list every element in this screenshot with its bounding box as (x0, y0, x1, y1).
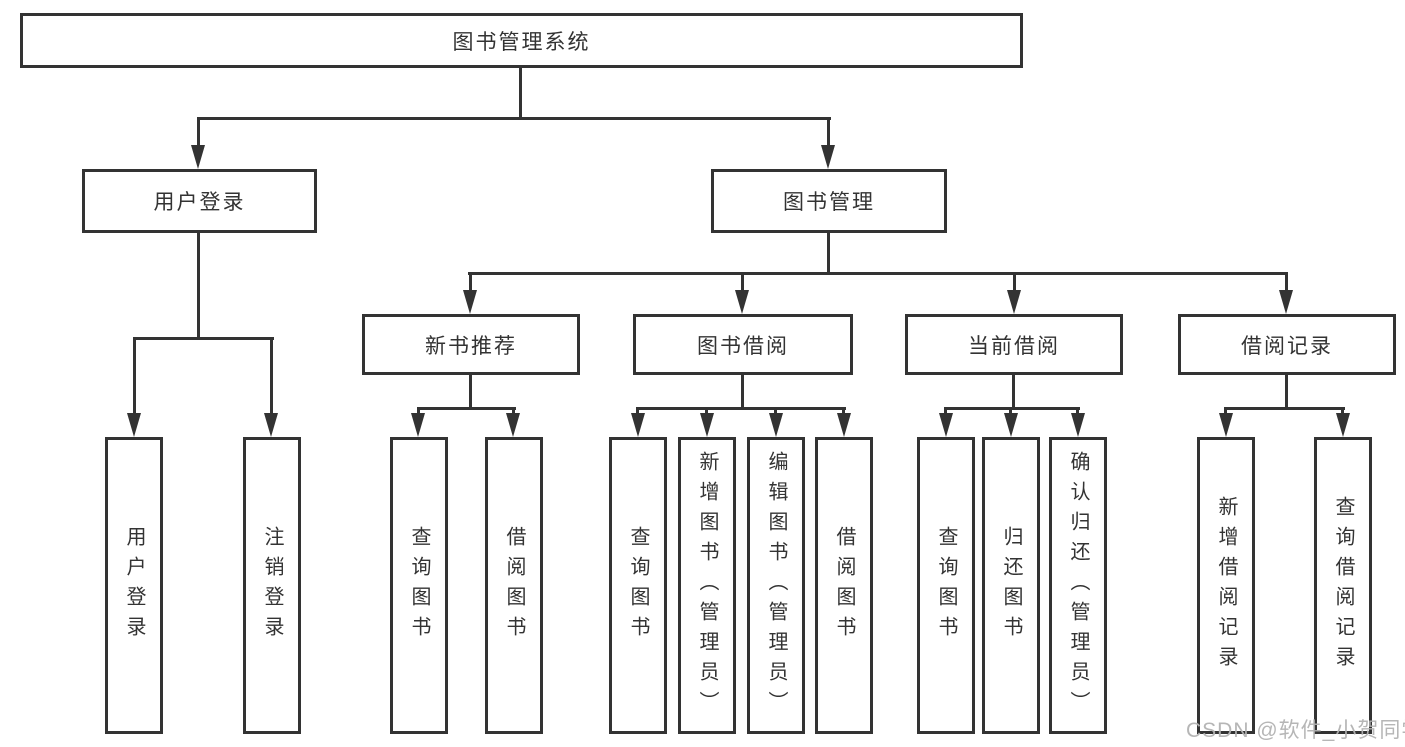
node-root-label: 图书管理系统 (452, 30, 591, 54)
leaf-label: 查询图书 (627, 525, 649, 646)
arrow-down-icon (463, 290, 477, 314)
leaf-label: 新增图书（管理员） (696, 450, 718, 721)
connector-line (519, 68, 522, 120)
node-book-management: 图书管理 (711, 169, 947, 233)
connector-line (1013, 272, 1016, 294)
node-leaf-add-borrow-record: 新增借阅记录 (1197, 437, 1255, 734)
connector-line (944, 407, 1080, 410)
leaf-label: 借阅图书 (833, 525, 855, 646)
connector-line (1341, 407, 1344, 417)
node-borrowing-records-label: 借阅记录 (1241, 334, 1333, 358)
connector-line (827, 117, 830, 151)
connector-line (741, 375, 744, 410)
connector-line (636, 407, 846, 410)
arrow-down-icon (631, 413, 645, 437)
node-leaf-borrow-books: 借阅图书 (815, 437, 873, 734)
connector-line (197, 117, 200, 151)
connector-line (1012, 375, 1015, 410)
connector-line (197, 233, 200, 340)
arrow-down-icon (506, 413, 520, 437)
arrow-down-icon (1004, 413, 1018, 437)
leaf-label: 查询图书 (935, 525, 957, 646)
arrow-down-icon (1007, 290, 1021, 314)
connector-line (133, 337, 136, 415)
arrow-down-icon (700, 413, 714, 437)
connector-line (705, 407, 708, 417)
arrow-down-icon (127, 413, 141, 437)
arrow-down-icon (735, 290, 749, 314)
node-book-borrowing-label: 图书借阅 (697, 334, 789, 358)
connector-line (741, 272, 744, 294)
connector-line (1224, 407, 1227, 417)
connector-line (133, 337, 274, 340)
connector-line (636, 407, 639, 417)
leaf-label: 查询借阅记录 (1332, 495, 1354, 676)
leaf-label: 用户登录 (123, 525, 145, 646)
connector-line (842, 407, 845, 417)
node-leaf-borrow-books-recommend: 借阅图书 (485, 437, 543, 734)
connector-line (1285, 272, 1288, 294)
connector-line (1009, 407, 1012, 417)
connector-line (774, 407, 777, 417)
connector-line (1224, 407, 1345, 410)
arrow-down-icon (821, 145, 835, 169)
connector-line (1285, 375, 1288, 410)
arrow-down-icon (769, 413, 783, 437)
connector-line (468, 272, 1288, 275)
arrow-down-icon (191, 145, 205, 169)
leaf-label: 注销登录 (261, 525, 283, 646)
leaf-label: 查询图书 (408, 525, 430, 646)
connector-line (1076, 407, 1079, 417)
node-book-management-label: 图书管理 (783, 191, 875, 214)
node-new-book-recommendation-label: 新书推荐 (425, 334, 517, 358)
arrow-down-icon (411, 413, 425, 437)
node-book-borrowing: 图书借阅 (633, 314, 853, 375)
node-leaf-query-borrow-record: 查询借阅记录 (1314, 437, 1372, 734)
node-leaf-query-books-recommend: 查询图书 (390, 437, 448, 734)
arrow-down-icon (1336, 413, 1350, 437)
node-leaf-logout: 注销登录 (243, 437, 301, 734)
connector-line (469, 272, 472, 294)
node-leaf-query-books-borrowing: 查询图书 (609, 437, 667, 734)
arrow-down-icon (1219, 413, 1233, 437)
node-leaf-user-login: 用户登录 (105, 437, 163, 734)
node-leaf-confirm-return-admin: 确认归还（管理员） (1049, 437, 1107, 734)
node-borrowing-records: 借阅记录 (1178, 314, 1396, 375)
node-current-borrowing: 当前借阅 (905, 314, 1123, 375)
connector-line (417, 407, 516, 410)
node-current-borrowing-label: 当前借阅 (968, 334, 1060, 358)
connector-line (270, 337, 273, 415)
leaf-label: 归还图书 (1000, 525, 1022, 646)
connector-line (469, 375, 472, 410)
arrow-down-icon (1279, 290, 1293, 314)
node-user-login-label: 用户登录 (153, 191, 246, 214)
node-leaf-query-books-current: 查询图书 (917, 437, 975, 734)
leaf-label: 确认归还（管理员） (1067, 450, 1089, 721)
node-leaf-add-book-admin: 新增图书（管理员） (678, 437, 736, 734)
connector-line (197, 117, 831, 120)
connector-line (944, 407, 947, 417)
arrow-down-icon (264, 413, 278, 437)
node-user-login: 用户登录 (82, 169, 317, 233)
leaf-label: 新增借阅记录 (1215, 495, 1237, 676)
arrow-down-icon (837, 413, 851, 437)
node-leaf-return-books: 归还图书 (982, 437, 1040, 734)
node-new-book-recommendation: 新书推荐 (362, 314, 580, 375)
connector-line (827, 233, 830, 275)
watermark: CSDN @软件_小贺同学 (1186, 719, 1405, 742)
arrow-down-icon (939, 413, 953, 437)
arrow-down-icon (1071, 413, 1085, 437)
leaf-label: 借阅图书 (503, 525, 525, 646)
node-leaf-edit-book-admin: 编辑图书（管理员） (747, 437, 805, 734)
connector-line (417, 407, 420, 417)
leaf-label: 编辑图书（管理员） (765, 450, 787, 721)
node-root: 图书管理系统 (20, 13, 1023, 68)
connector-line (512, 407, 515, 417)
